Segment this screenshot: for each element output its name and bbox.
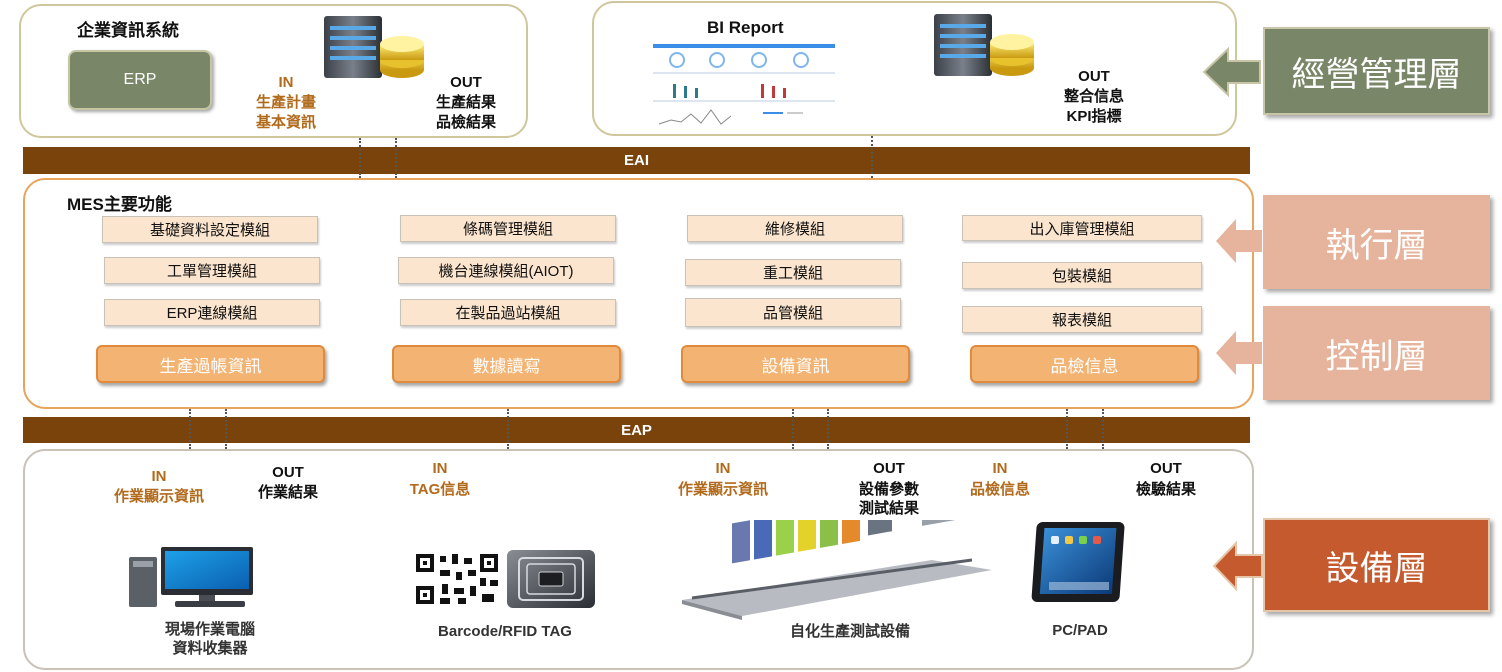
top-right-out-label: OUT [1078, 68, 1110, 85]
layer-control[interactable]: 控制層 [1263, 306, 1490, 400]
connector-line [827, 409, 829, 449]
connector-line [792, 409, 794, 449]
top-left-out-line-2: 品檢結果 [435, 114, 496, 131]
connector-line [359, 138, 361, 178]
module-report[interactable]: 報表模組 [962, 306, 1202, 333]
arrow-left-icon [1214, 217, 1264, 265]
category-production-posting[interactable]: 生產過帳資訊 [96, 345, 325, 383]
eq-in-label-3: IN [715, 460, 731, 477]
arrow-left-icon [1212, 540, 1264, 592]
eai-bar: EAI [23, 147, 1250, 174]
enterprise-system-title: 企業資訊系統 [77, 21, 179, 40]
module-maintenance[interactable]: 維修模組 [687, 215, 903, 242]
eq-in-label-2: IN [432, 460, 448, 477]
eq-out-label-3: OUT [1150, 460, 1182, 477]
server-icon [932, 12, 1042, 82]
rfid-tag-icon [505, 548, 597, 612]
category-equipment-info[interactable]: 設備資訊 [681, 345, 910, 383]
eq-in-label-1: IN [151, 468, 167, 485]
eq-out-text-2a: 設備參數 [858, 481, 919, 498]
top-right-out-line-1: 整合信息 [1063, 88, 1124, 105]
module-erp-connect[interactable]: ERP連線模組 [104, 299, 320, 326]
connector-line [507, 409, 509, 449]
eq-in-text-2: TAG信息 [409, 481, 471, 498]
mes-title: MES主要功能 [67, 195, 172, 214]
caption-pc-pad: PC/PAD [1052, 622, 1108, 639]
desktop-computer-icon [127, 545, 257, 610]
eap-bar: EAP [23, 417, 1250, 443]
eq-out-label-1: OUT [272, 464, 304, 481]
production-line-icon [672, 495, 1002, 620]
arrow-left-icon [1202, 46, 1262, 98]
connector-line [1066, 409, 1068, 449]
caption-production-equipment: 自化生產測試設備 [789, 623, 910, 640]
dashboard-thumbnail [651, 44, 837, 130]
module-barcode[interactable]: 條碼管理模組 [400, 215, 616, 242]
top-right-out-line-2: KPI指標 [1066, 108, 1122, 125]
top-left-in-label: IN [278, 74, 294, 91]
caption-field-computer-2: 資料收集器 [172, 640, 248, 657]
bi-report-title: BI Report [707, 18, 784, 37]
connector-line [225, 409, 227, 449]
top-left-in-line-1: 生產計畫 [255, 94, 316, 111]
module-machine-aiot[interactable]: 機台連線模組(AIOT) [398, 257, 614, 284]
module-quality-control[interactable]: 品管模組 [685, 298, 901, 327]
connector-line [871, 136, 873, 178]
module-rework[interactable]: 重工模組 [685, 259, 901, 286]
qr-code-icon [414, 552, 502, 607]
arrow-left-icon [1214, 329, 1264, 377]
connector-line [189, 409, 191, 449]
layer-management[interactable]: 經營管理層 [1263, 27, 1490, 115]
module-warehouse[interactable]: 出入庫管理模組 [962, 215, 1202, 241]
caption-field-computer-1: 現場作業電腦 [164, 621, 255, 638]
category-inspection-info[interactable]: 品檢信息 [970, 345, 1199, 383]
top-left-in-line-2: 基本資訊 [255, 114, 316, 131]
top-left-out-line-1: 生產結果 [435, 94, 496, 111]
connector-line [1102, 409, 1104, 449]
eq-in-text-4: 品檢信息 [969, 481, 1030, 498]
eq-out-label-2: OUT [873, 460, 905, 477]
category-data-rw[interactable]: 數據讀寫 [392, 345, 621, 383]
module-packaging[interactable]: 包裝模組 [962, 262, 1202, 289]
server-icon [322, 14, 432, 84]
connector-line [395, 138, 397, 178]
module-work-order[interactable]: 工單管理模組 [104, 257, 320, 284]
top-left-out-label: OUT [450, 74, 482, 91]
eq-out-text-3: 檢驗結果 [1135, 481, 1196, 498]
module-wip-station[interactable]: 在製品過站模組 [400, 299, 616, 326]
eq-in-text-3: 作業顯示資訊 [677, 481, 768, 498]
eq-out-text-2b: 測試結果 [858, 500, 919, 517]
erp-button[interactable]: ERP [68, 50, 212, 110]
eq-out-text-1: 作業結果 [257, 484, 318, 501]
layer-equipment[interactable]: 設備層 [1263, 518, 1490, 612]
tablet-icon [1031, 520, 1129, 604]
module-basic-data[interactable]: 基礎資料設定模組 [102, 216, 318, 243]
caption-barcode-rfid: Barcode/RFID TAG [438, 623, 572, 640]
eq-in-label-4: IN [992, 460, 1008, 477]
eq-in-text-1: 作業顯示資訊 [113, 488, 204, 505]
layer-execution[interactable]: 執行層 [1263, 195, 1490, 289]
